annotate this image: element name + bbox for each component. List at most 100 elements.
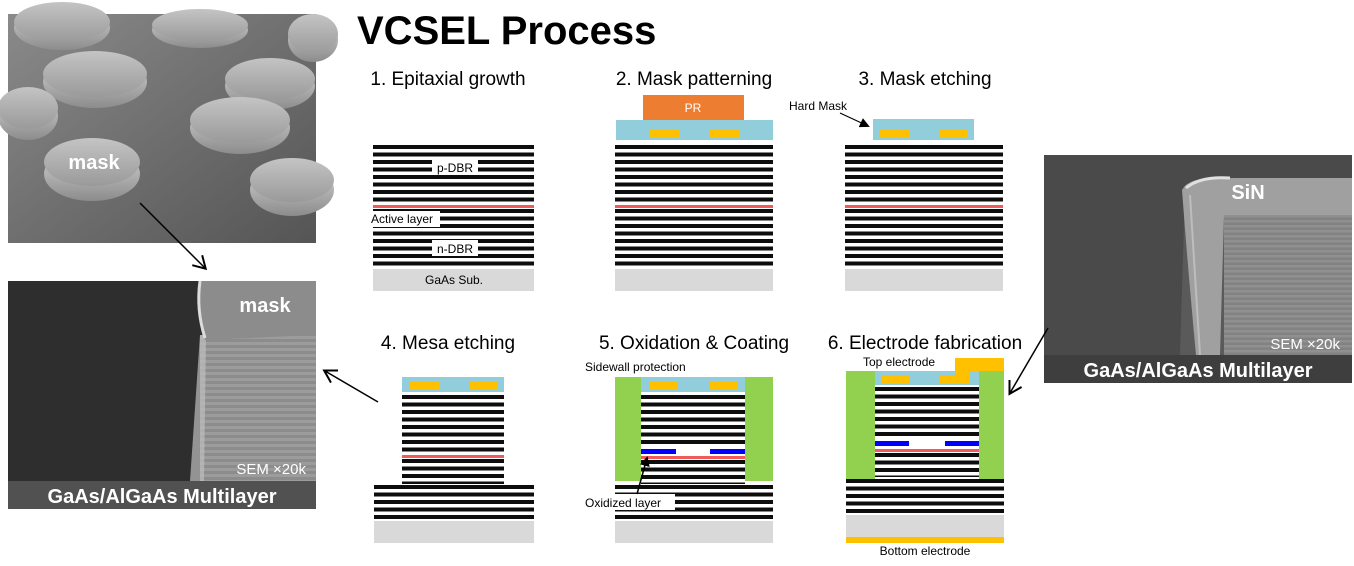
dbr-stripes xyxy=(615,485,773,519)
dbr-stripe xyxy=(641,417,745,422)
step-5-oxidized-left xyxy=(641,449,676,454)
sem-right-magnification: SEM ×20k xyxy=(1270,336,1340,353)
step-4-mesa-lower xyxy=(402,459,504,484)
dbr-stripe xyxy=(641,460,745,464)
step-2-pr-label: PR xyxy=(685,101,702,115)
dbr-stripe xyxy=(846,486,1004,491)
sem-image-top-left: mask xyxy=(0,2,338,243)
dbr-stripe xyxy=(875,432,979,436)
dbr-stripe xyxy=(402,432,504,437)
dbr-stripe xyxy=(402,395,504,399)
dbr-stripe xyxy=(845,239,1003,243)
dbr-stripe xyxy=(615,254,773,258)
step-2-substrate xyxy=(615,269,773,291)
dbr-stripe xyxy=(641,410,745,414)
sem-bottom-left-label: mask xyxy=(239,295,291,317)
dbr-stripe xyxy=(845,224,1003,228)
step-3-substrate xyxy=(845,269,1003,291)
step-4-label: 4. Mesa etching xyxy=(381,333,515,354)
step-6-label: 6. Electrode fabrication xyxy=(828,333,1022,354)
dbr-stripes xyxy=(875,453,979,477)
step-1-substrate xyxy=(373,269,534,291)
dbr-stripe xyxy=(875,453,979,457)
dbr-stripes xyxy=(846,479,1004,513)
step-6-oxidized-left xyxy=(875,441,909,446)
step-5-pad-left xyxy=(649,381,678,390)
dbr-stripe xyxy=(402,417,504,422)
top-electrode-label: Top electrode xyxy=(863,355,935,369)
step-5-oxidized-right xyxy=(710,449,745,454)
dbr-stripe xyxy=(845,152,1003,157)
dbr-stripe xyxy=(615,500,773,504)
dbr-stripe xyxy=(875,460,979,465)
step-6-active-layer xyxy=(875,449,979,452)
dbr-stripe xyxy=(615,485,773,489)
active-layer-label-bg xyxy=(364,211,440,227)
dbr-stripes xyxy=(615,209,773,266)
dbr-stripe xyxy=(875,387,979,391)
dbr-stripe xyxy=(846,509,1004,513)
dbr-stripe xyxy=(845,254,1003,258)
sem-bottom-left-magnification: SEM ×20k xyxy=(236,461,306,478)
hard-mask-label: Hard Mask xyxy=(789,99,848,113)
step-2-mask-patterning: 2. Mask patterning PR xyxy=(615,69,773,291)
dbr-stripe xyxy=(845,182,1003,187)
step-5-oxidation-coating: 5. Oxidation & Coating Sidewall protecti… xyxy=(581,333,789,543)
dbr-stripe xyxy=(615,160,773,164)
p-dbr-label-bg xyxy=(432,159,478,175)
dbr-stripe xyxy=(641,482,745,484)
dbr-stripe xyxy=(615,492,773,497)
dbr-stripe xyxy=(641,432,745,437)
step-6-pad-left xyxy=(881,375,910,384)
step-5-sidewall-right xyxy=(745,377,773,481)
dbr-stripe xyxy=(374,500,534,504)
dbr-stripe xyxy=(615,182,773,187)
sem-top-left-label: mask xyxy=(68,152,120,174)
dbr-stripes xyxy=(402,459,504,484)
dbr-stripe xyxy=(615,507,773,512)
arrow-step4-to-sem xyxy=(322,369,379,403)
dbr-stripe xyxy=(846,494,1004,498)
dbr-stripe xyxy=(374,485,534,489)
dbr-stripe xyxy=(402,425,504,429)
step-2-pad-right xyxy=(709,129,739,138)
dbr-stripe xyxy=(846,501,1004,506)
dbr-stripe xyxy=(615,167,773,172)
step-6-pad-right xyxy=(940,375,969,384)
mask-discs xyxy=(0,2,338,216)
dbr-stripe xyxy=(373,152,534,157)
dbr-stripe xyxy=(845,216,1003,221)
step-4-pad-left xyxy=(410,381,439,390)
dbr-stripe xyxy=(402,440,504,444)
step-5-substrate xyxy=(615,521,773,543)
dbr-stripe xyxy=(615,190,773,194)
step-5-label: 5. Oxidation & Coating xyxy=(599,333,789,354)
step-1-stack xyxy=(373,145,534,291)
step-1-label: 1. Epitaxial growth xyxy=(370,69,525,90)
active-layer-label: Active layer xyxy=(371,212,433,226)
sem-image-right: SiN SEM ×20k GaAs/AlGaAs Multilayer xyxy=(1044,155,1352,383)
sidewall-protection-label: Sidewall protection xyxy=(585,360,686,374)
dbr-stripe xyxy=(845,160,1003,164)
dbr-stripe xyxy=(402,474,504,478)
dbr-stripes xyxy=(875,387,979,436)
dbr-stripe xyxy=(373,231,534,236)
step-3-pad-right xyxy=(939,129,968,138)
dbr-stripe xyxy=(373,145,534,149)
step-4-substrate xyxy=(374,521,534,543)
dbr-stripe xyxy=(846,479,1004,483)
step-3-mask-etching: 3. Mask etching Hard Mask xyxy=(789,69,1003,291)
dbr-stripe xyxy=(402,410,504,414)
page-title: VCSEL Process xyxy=(357,9,656,53)
dbr-stripe xyxy=(641,402,745,407)
dbr-stripe xyxy=(373,190,534,194)
sem-bottom-left-caption: GaAs/AlGaAs Multilayer xyxy=(48,486,277,508)
p-dbr-label: p-DBR xyxy=(437,161,473,175)
oxidized-layer-arrow xyxy=(636,456,650,495)
step-6-electrode-fabrication: 6. Electrode fabrication Top electrode B… xyxy=(828,333,1022,558)
bottom-electrode-label: Bottom electrode xyxy=(880,544,971,558)
step-6-top-electrode xyxy=(955,358,1004,384)
oxidized-layer-label-bg xyxy=(581,494,675,510)
step-2-label: 2. Mask patterning xyxy=(616,69,772,90)
arrow-sem-to-step6 xyxy=(1008,327,1049,396)
